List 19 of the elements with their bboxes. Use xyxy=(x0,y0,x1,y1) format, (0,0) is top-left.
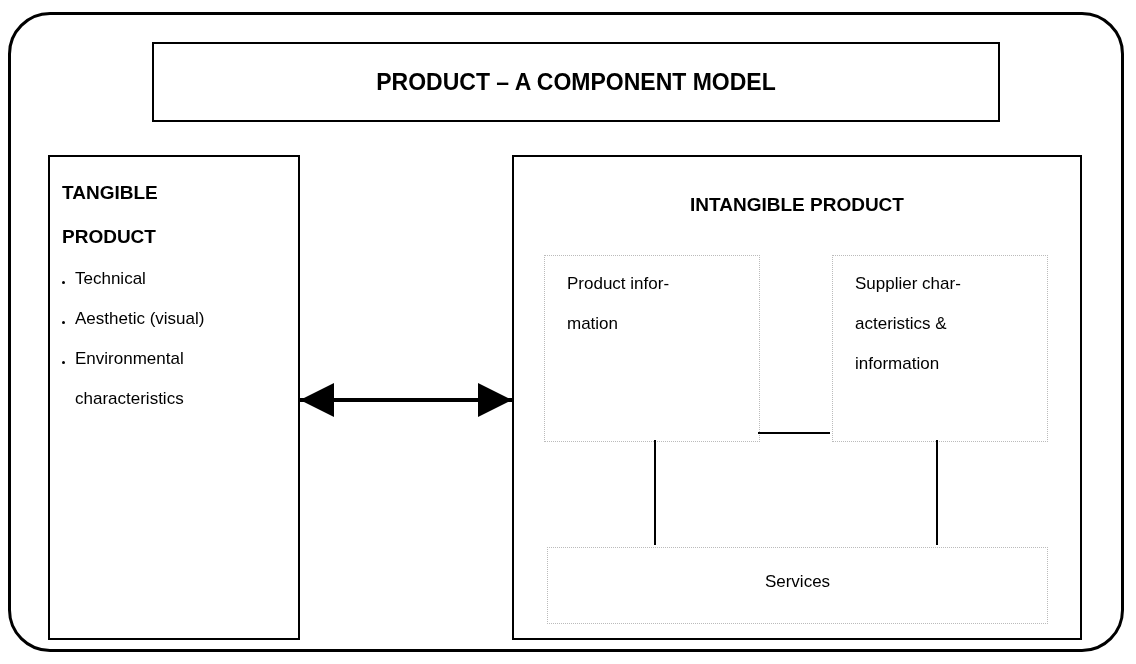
list-item: Aesthetic (visual) xyxy=(75,308,205,330)
list-item: Technical xyxy=(75,268,146,290)
box-label: Services xyxy=(764,571,831,593)
component-box xyxy=(832,255,1048,442)
component-box xyxy=(544,255,760,442)
box-heading: TANGIBLE PRODUCT xyxy=(62,181,159,249)
connector-line xyxy=(757,432,831,434)
box-heading: INTANGIBLE PRODUCT xyxy=(690,193,904,217)
box-label: Product infor- mation xyxy=(567,273,671,335)
title-box xyxy=(152,42,1000,122)
category-box xyxy=(512,155,1082,640)
component-box xyxy=(547,547,1048,624)
title-text: PRODUCT – A COMPONENT MODEL xyxy=(376,68,776,96)
double-arrow xyxy=(300,383,512,417)
list-item: Environmental characteristics xyxy=(75,348,185,410)
category-box xyxy=(48,155,300,640)
connector-line xyxy=(936,439,938,546)
box-label: Supplier char- acteristics & information xyxy=(855,273,962,375)
connector-line xyxy=(654,439,656,546)
